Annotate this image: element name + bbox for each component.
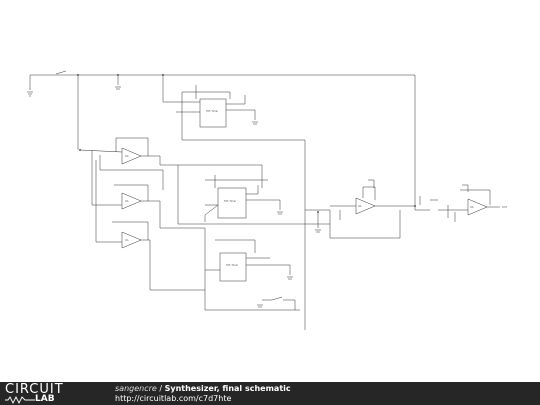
- timer-3: [219, 252, 247, 282]
- opamp-3-label: OA: [125, 239, 129, 242]
- circuit-title: Synthesizer, final schematic: [164, 384, 291, 393]
- opamp-1-label: OA: [125, 155, 129, 158]
- opamp-output-label: OA: [470, 206, 474, 209]
- timer-3-label: 555 Timer: [226, 264, 238, 267]
- output-label: OUT: [502, 206, 508, 209]
- opamp-1: [121, 147, 142, 165]
- top-bus-wire: [30, 74, 416, 210]
- switch-bottom: [271, 296, 283, 301]
- switch-top-left: [55, 70, 67, 75]
- author-link[interactable]: sangencre: [115, 384, 157, 393]
- logo-text-top: CIRCUIT: [5, 382, 64, 397]
- circuit-url[interactable]: http://circuitlab.com/c7d7hte: [115, 394, 232, 403]
- circuitlab-logo: CIRCUIT LAB: [5, 383, 95, 404]
- circuit-info: sangencre / Synthesizer, final schematic…: [115, 384, 291, 404]
- timer-2-label: 555 Timer: [224, 200, 236, 203]
- waveform-icon: [5, 396, 35, 404]
- timer-2: [217, 187, 247, 219]
- opamp-3: [121, 231, 142, 249]
- opamp-2: [121, 192, 142, 210]
- footer-bar: CIRCUIT LAB sangencre / Synthesizer, fin…: [0, 382, 540, 405]
- schematic-canvas: 555 Timer 555 Timer 555 Timer OA OA OA O…: [27, 70, 508, 330]
- timer-1-label: 555 Timer: [206, 110, 218, 113]
- timer-1: [199, 98, 227, 128]
- logo-text-bottom: LAB: [35, 394, 55, 404]
- opamp-mixer-label: OA: [358, 205, 362, 208]
- opamp-2-label: OA: [125, 200, 129, 203]
- opamp-output: [467, 198, 488, 216]
- separator: /: [156, 384, 165, 393]
